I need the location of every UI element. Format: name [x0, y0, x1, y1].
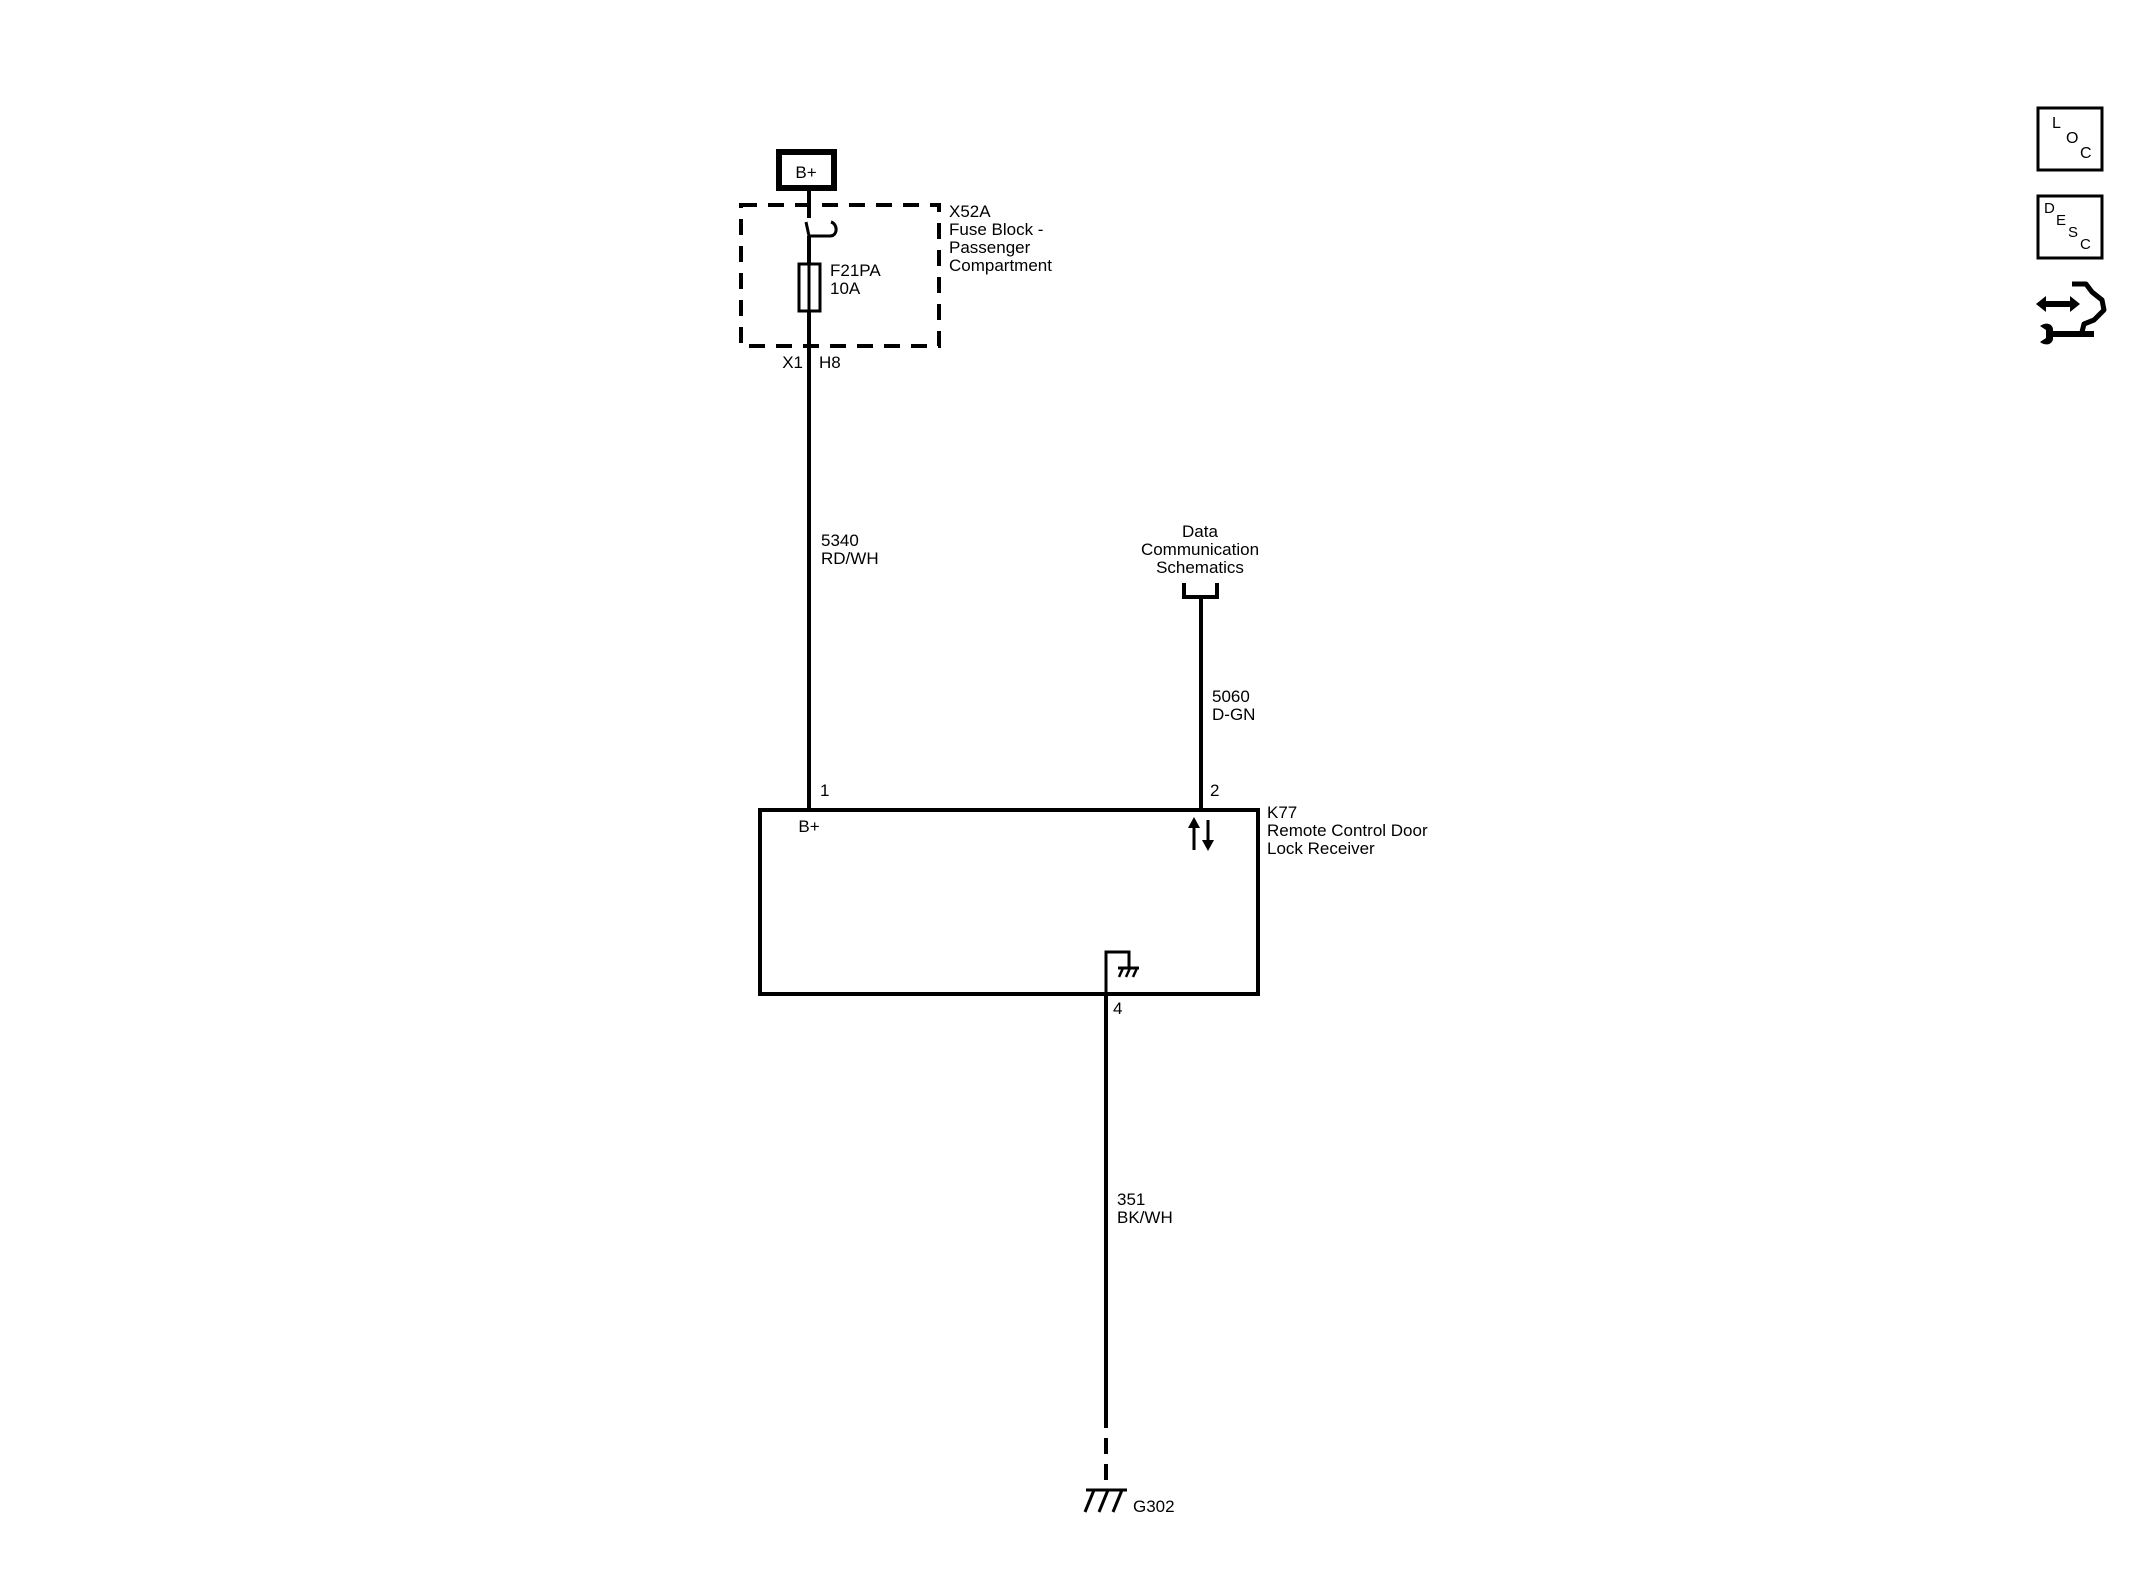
svg-text:C: C — [2080, 145, 2092, 162]
wire-351-circuit: 351 — [1117, 1190, 1145, 1209]
module-name-1: Remote Control Door — [1267, 821, 1428, 840]
module-bplus-label: B+ — [798, 817, 819, 836]
ground-g302-icon — [1083, 1488, 1127, 1513]
wire-5060-circuit: 5060 — [1212, 687, 1250, 706]
svg-text:D: D — [2044, 200, 2055, 217]
module-k77 — [758, 808, 1260, 996]
fuse-block-name-3: Compartment — [949, 256, 1052, 275]
loc-button[interactable]: L O C — [2036, 106, 2104, 172]
internal-ground-icon — [1104, 950, 1139, 995]
connector-pin-h8: H8 — [819, 353, 841, 372]
bidirectional-arrows-icon — [1188, 817, 1214, 851]
svg-text:E: E — [2056, 212, 2066, 229]
data-comm-connector-icon — [1182, 583, 1219, 599]
svg-text:O: O — [2066, 130, 2078, 147]
battery-source: B+ — [776, 149, 837, 191]
module-id: K77 — [1267, 803, 1297, 822]
wire-5340-color: RD/WH — [821, 549, 879, 568]
data-comm-line-1[interactable]: Data — [1182, 522, 1218, 541]
connector-x1: X1 — [782, 353, 803, 372]
data-comm-line-3[interactable]: Schematics — [1156, 558, 1244, 577]
module-pin-2: 2 — [1210, 781, 1219, 800]
wire-351-color: BK/WH — [1117, 1208, 1173, 1227]
fuse-block-id: X52A — [949, 202, 991, 221]
module-name-2: Lock Receiver — [1267, 839, 1375, 858]
bus-bar-hook-icon — [804, 220, 838, 238]
ground-id: G302 — [1133, 1497, 1175, 1516]
wire-5060-color: D-GN — [1212, 705, 1255, 724]
fuse-block-name-2: Passenger — [949, 238, 1031, 257]
connector-wrench-button[interactable] — [2034, 276, 2110, 352]
connector-wrench-icon — [2036, 281, 2107, 345]
svg-text:L: L — [2052, 115, 2061, 132]
fuse-block: X52A Fuse Block - Passenger Compartment — [739, 202, 1052, 348]
module-pin-1: 1 — [820, 781, 829, 800]
fuse-rating: 10A — [830, 279, 861, 298]
battery-label: B+ — [795, 163, 816, 182]
fuse-icon — [797, 262, 822, 313]
wire-5340-circuit: 5340 — [821, 531, 859, 550]
fuse-id: F21PA — [830, 261, 881, 280]
desc-icon: D E S C — [2036, 194, 2104, 260]
svg-text:S: S — [2068, 224, 2078, 241]
svg-text:C: C — [2080, 236, 2091, 253]
module-pin-4: 4 — [1113, 999, 1122, 1018]
data-comm-line-2[interactable]: Communication — [1141, 540, 1259, 559]
loc-icon: L O C — [2036, 106, 2104, 172]
fuse-block-name-1: Fuse Block - — [949, 220, 1043, 239]
desc-button[interactable]: D E S C — [2036, 194, 2104, 260]
